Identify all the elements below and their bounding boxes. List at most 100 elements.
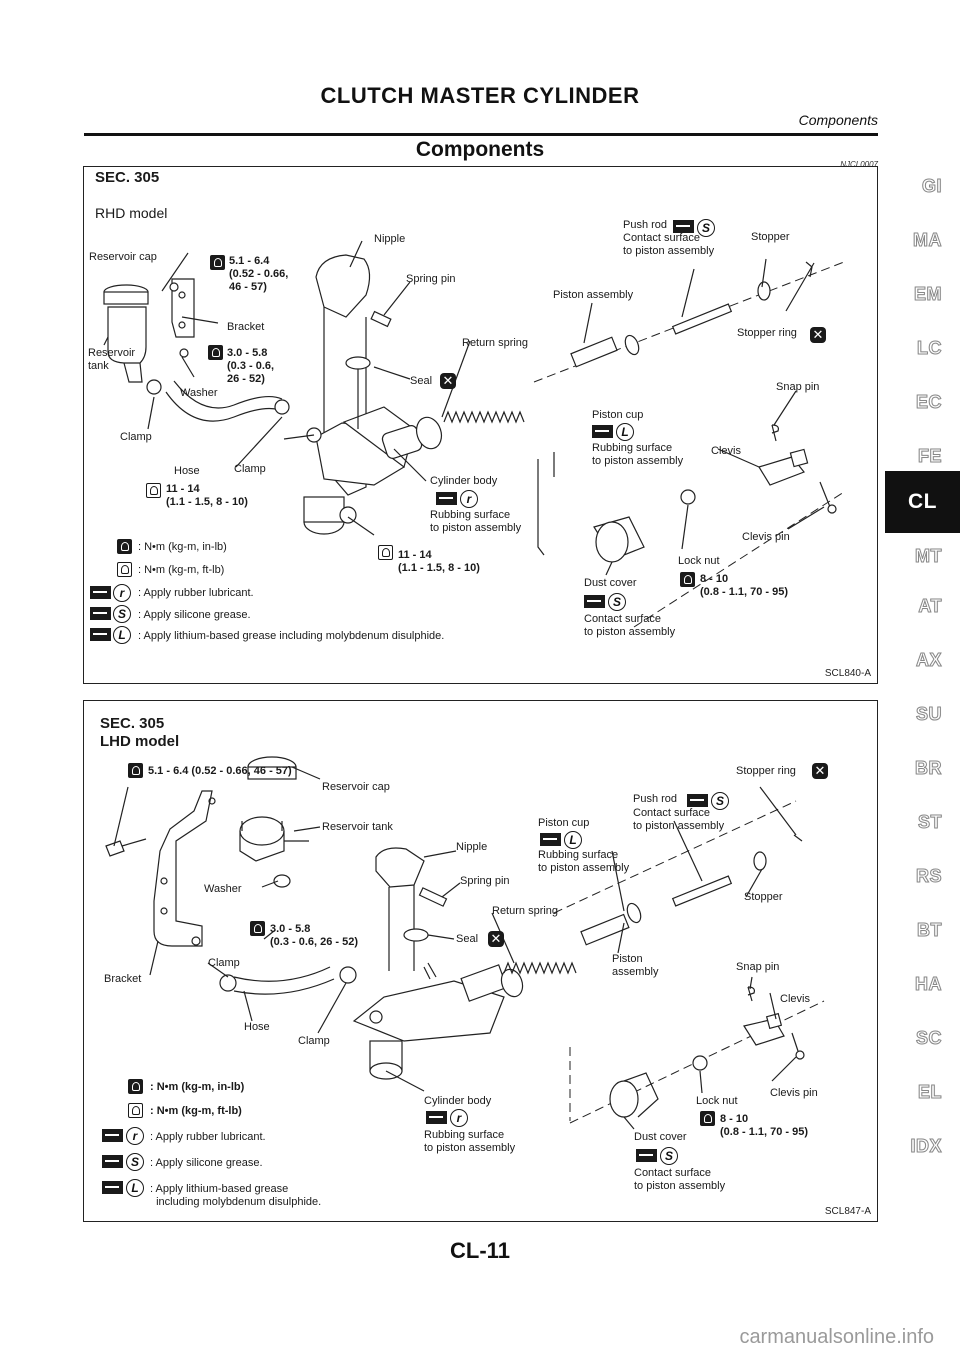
legend-item-3: : Apply rubber lubricant. [138, 587, 254, 599]
label-piston-cup-note: Rubbing surface to piston assembly [592, 442, 684, 467]
silicone-grease-icon: S [126, 1153, 144, 1171]
label-stopper: Stopper [744, 891, 783, 903]
lithium-grease-icon: L [564, 831, 582, 849]
tab-br[interactable]: BR [915, 758, 943, 779]
fig2-sec: SEC. 305 [100, 715, 165, 732]
label-cylinder-body: Cylinder body [430, 475, 498, 487]
figure-rhd-model: SEC. 305 RHD model Reservoir cap 5.1 - 6… [83, 166, 878, 684]
label-spring-pin: Spring pin [406, 273, 456, 285]
tab-fe[interactable]: FE [917, 446, 942, 467]
label-lock-nut: Lock nut [696, 1095, 738, 1107]
fig2-model: LHD model [100, 733, 180, 750]
grease-icon [90, 586, 111, 599]
legend-item-2: : N•m (kg-m, ft-lb) [150, 1105, 242, 1117]
tab-at[interactable]: AT [918, 596, 942, 617]
grease-icon [540, 833, 561, 846]
label-cylinder-body-note: Rubbing surface to piston assembly [424, 1129, 516, 1154]
figure-code: SCL847-A [824, 1206, 871, 1217]
page-header-subtitle: Components [798, 112, 878, 128]
tab-rs[interactable]: RS [915, 866, 942, 887]
page-header-title: CLUTCH MASTER CYLINDER [320, 83, 640, 108]
tab-idx[interactable]: IDX [910, 1136, 942, 1157]
silicone-grease-icon: S [697, 219, 715, 237]
tab-bt[interactable]: BT [917, 920, 943, 941]
rubber-lubricant-icon: r [450, 1109, 468, 1127]
replace-icon: ✕ [488, 931, 504, 947]
rubber-lubricant-icon: r [126, 1127, 144, 1145]
tab-sc[interactable]: SC [915, 1028, 942, 1049]
legend-torque-inlb-icon [117, 539, 132, 554]
label-push-rod-note: Contact surface to piston assembly [623, 232, 715, 257]
label-piston-cup: Piston cup [592, 409, 644, 421]
legend-item-1: : N•m (kg-m, in-lb) [150, 1081, 245, 1093]
silicone-grease-icon: S [660, 1147, 678, 1165]
torque-icon-ftlb [146, 483, 161, 498]
legend-item-3: : Apply rubber lubricant. [150, 1131, 266, 1143]
label-torque-3: 11 - 14 (1.1 - 1.5, 8 - 10) [166, 483, 248, 508]
lithium-grease-icon: L [126, 1179, 144, 1197]
tab-mt[interactable]: MT [915, 546, 943, 567]
label-return-spring: Return spring [492, 905, 559, 917]
tab-gi[interactable]: GI [921, 176, 942, 197]
label-push-rod: Push rod [623, 219, 668, 231]
label-piston-assembly: Piston assembly [553, 289, 634, 301]
grease-icon [102, 1181, 123, 1194]
label-torque-4: 11 - 14 (1.1 - 1.5, 8 - 10) [398, 549, 480, 574]
label-clamp-mid: Clamp [234, 463, 266, 475]
watermark[interactable]: carmanualsonline.info [739, 1326, 934, 1348]
grease-icon [102, 1155, 123, 1168]
lithium-grease-icon: L [616, 423, 634, 441]
label-clamp-left: Clamp [120, 431, 152, 443]
tab-ec[interactable]: EC [915, 392, 942, 413]
legend-item-4: : Apply silicone grease. [150, 1157, 263, 1169]
page-number: CL-11 [450, 1238, 510, 1263]
label-dust-cover-note: Contact surface to piston assembly [634, 1167, 726, 1192]
rhd-diagram-drawing [103, 240, 845, 628]
silicone-grease-icon: S [113, 605, 131, 623]
label-return-spring: Return spring [462, 337, 529, 349]
rubber-lubricant-icon: r [460, 490, 478, 508]
label-hose: Hose [174, 465, 200, 477]
label-stopper: Stopper [751, 231, 790, 243]
label-reservoir-tank: Reservoir tank [322, 821, 393, 833]
rubber-lubricant-icon: r [113, 584, 131, 602]
label-clamp-bottom: Clamp [298, 1035, 330, 1047]
replace-icon: ✕ [440, 373, 456, 389]
label-clevis-pin: Clevis pin [770, 1087, 818, 1099]
label-washer: Washer [204, 883, 242, 895]
label-snap-pin: Snap pin [736, 961, 780, 973]
label-stopper-ring: Stopper ring [737, 327, 797, 339]
legend-torque-inlb-icon [128, 1079, 143, 1094]
grease-icon [90, 607, 111, 620]
tab-ma[interactable]: MA [913, 230, 943, 251]
label-dust-cover: Dust cover [634, 1131, 687, 1143]
label-spring-pin: Spring pin [460, 875, 510, 887]
legend-torque-ftlb-icon [128, 1103, 143, 1118]
label-lock-nut: Lock nut [678, 555, 720, 567]
tab-lc[interactable]: LC [917, 338, 943, 359]
tab-el[interactable]: EL [917, 1082, 942, 1103]
label-torque-5: 8 - 10 (0.8 - 1.1, 70 - 95) [700, 573, 789, 598]
tab-ax[interactable]: AX [915, 650, 942, 671]
section-ref: NJCL0007 [840, 160, 878, 169]
torque-icon [208, 345, 223, 360]
label-cylinder-body-note: Rubbing surface to piston assembly [430, 509, 522, 534]
torque-icon [210, 255, 225, 270]
grease-icon [636, 1149, 657, 1162]
label-nipple: Nipple [374, 233, 406, 245]
label-torque-2: 3.0 - 5.8 (0.3 - 0.6, 26 - 52) [227, 347, 275, 385]
grease-icon [436, 492, 457, 505]
label-reservoir-cap: Reservoir cap [89, 251, 157, 263]
tab-su[interactable]: SU [915, 704, 942, 725]
tab-st[interactable]: ST [917, 812, 942, 833]
figure-lhd-model: SEC. 305 LHD model 5.1 - 6.4 (0.52 - 0.6… [83, 700, 878, 1222]
tab-ha[interactable]: HA [915, 974, 943, 995]
tab-cl[interactable]: CL [885, 471, 960, 533]
label-piston-assembly: Piston assembly [612, 953, 659, 978]
label-torque-2: 3.0 - 5.8 (0.3 - 0.6, 26 - 52) [270, 923, 359, 948]
label-push-rod: Push rod [633, 793, 678, 805]
label-clevis: Clevis [780, 993, 810, 1005]
tab-em[interactable]: EM [914, 284, 943, 305]
replace-icon: ✕ [810, 327, 826, 343]
label-torque-3: 8 - 10 (0.8 - 1.1, 70 - 95) [720, 1113, 809, 1138]
